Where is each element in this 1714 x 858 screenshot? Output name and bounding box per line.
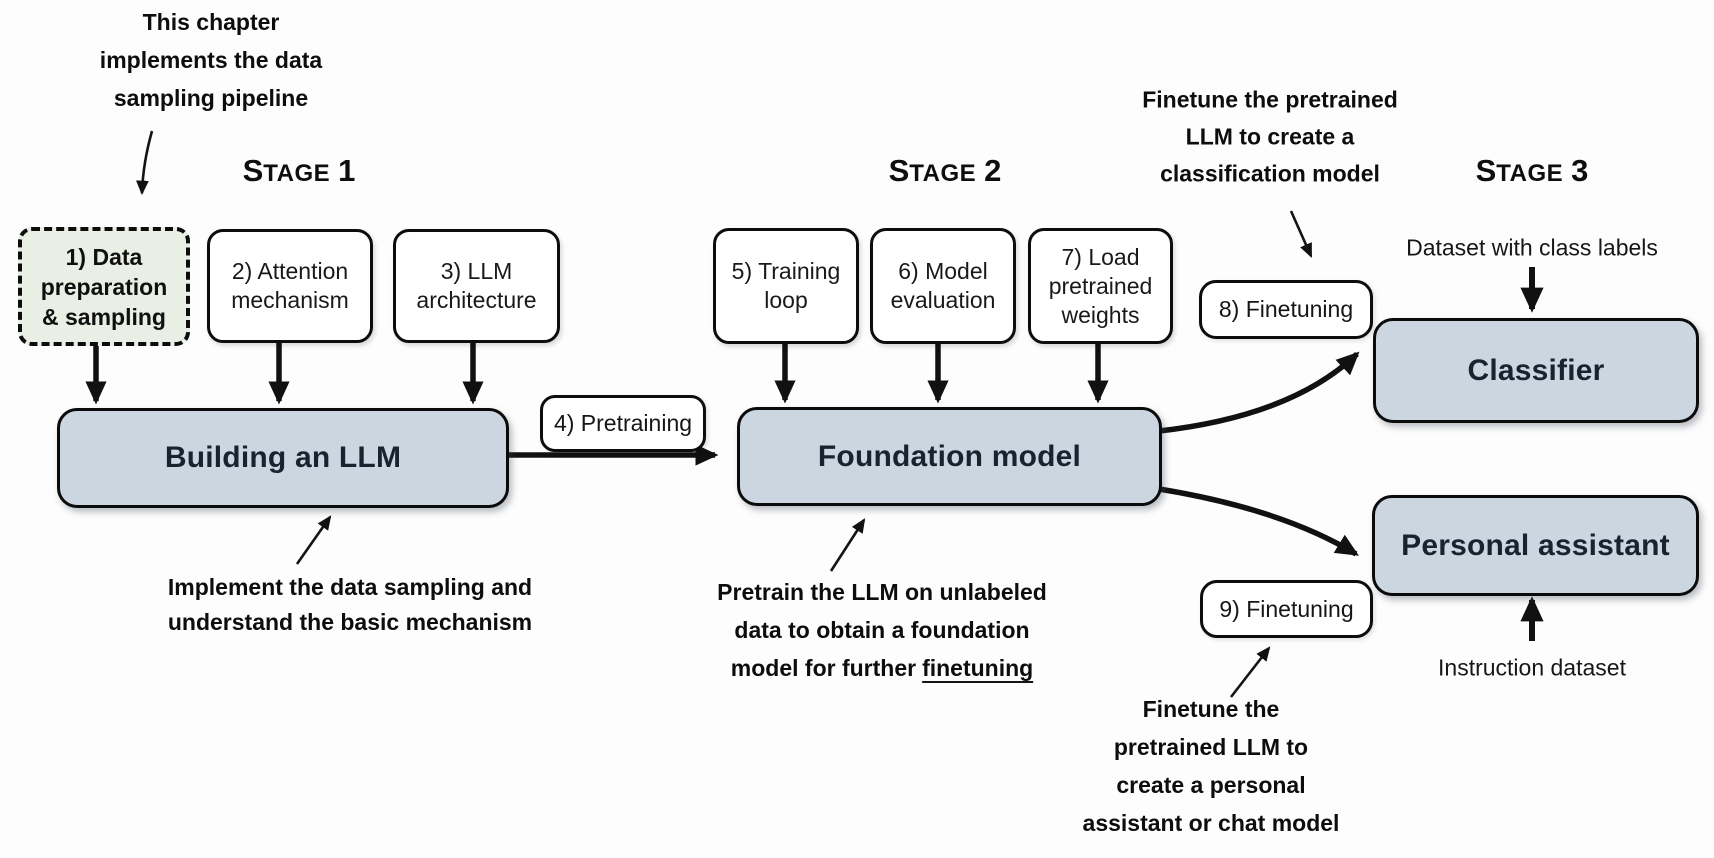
- annotation-line: assistant or chat model: [1082, 810, 1340, 836]
- underlined-word: finetuning: [922, 655, 1034, 683]
- pill-pretraining: 4) Pretraining: [540, 395, 706, 452]
- label-instruction-dataset: Instruction dataset: [1438, 654, 1626, 681]
- box-training-loop: 5) Training loop: [713, 228, 859, 344]
- annotation-chapter-note: This chapter implements the data samplin…: [100, 3, 322, 117]
- annotation-line: Finetune the: [1142, 696, 1280, 722]
- annotation-line: implements the data: [99, 47, 323, 73]
- box-load-pretrained-weights: 7) Load pretrained weights: [1028, 228, 1173, 344]
- annotation-line: Implement the data sampling and: [167, 574, 533, 600]
- box-line: & sampling: [42, 303, 166, 330]
- annotation-line: Finetune the pretrained: [1142, 86, 1398, 113]
- box-line: 1) Data: [65, 243, 143, 270]
- label-dataset-with-class-labels: Dataset with class labels: [1406, 234, 1658, 261]
- annotation-line: pretrained LLM to: [1113, 734, 1309, 760]
- arrow-pretrain-note: [829, 518, 866, 572]
- pill-finetuning-9: 9) Finetuning: [1200, 580, 1373, 638]
- arrow-implement-note: [295, 515, 332, 565]
- stage-rest: TAGE: [909, 160, 977, 187]
- box-line: 7) Load: [1061, 243, 1140, 270]
- box-foundation-model: Foundation model: [737, 407, 1162, 506]
- box-line: weights: [1061, 301, 1140, 328]
- annotation-implement-note: Implement the data sampling and understa…: [168, 570, 532, 640]
- box-llm-architecture: 3) LLM architecture: [393, 229, 560, 343]
- box-attention-mechanism: 2) Attention mechanism: [207, 229, 373, 343]
- stage-number: 2: [984, 153, 1002, 188]
- box-line: 3) LLM: [440, 258, 513, 284]
- stage-number: 3: [1571, 153, 1589, 188]
- stage-2-heading: STAGE 2: [889, 153, 1002, 189]
- arrow-foundation-to-classifier: [1158, 351, 1360, 434]
- annotation-line: create a personal: [1116, 772, 1306, 798]
- stage-rest: TAGE: [1496, 160, 1564, 187]
- box-personal-assistant: Personal assistant: [1372, 495, 1699, 596]
- annotation-line: Pretrain the LLM on unlabeled: [717, 579, 1047, 605]
- annotation-line: sampling pipeline: [113, 85, 309, 111]
- box-line: pretrained: [1048, 272, 1153, 299]
- stage-initial: S: [242, 153, 264, 188]
- box-line: loop: [764, 287, 808, 313]
- stage-initial: S: [888, 153, 910, 188]
- arrow-finetune-assistant-note: [1229, 646, 1271, 698]
- arrow-foundation-to-assistant: [1158, 486, 1359, 557]
- box-line: 5) Training: [731, 258, 841, 284]
- box-line: evaluation: [890, 287, 996, 313]
- stage-1-heading: STAGE 1: [243, 153, 356, 189]
- box-classifier: Classifier: [1373, 318, 1699, 423]
- box-line: 6) Model: [898, 258, 988, 284]
- box-line: 2) Attention: [231, 258, 349, 284]
- box-data-preparation-sampling: 1) Data preparation & sampling: [18, 227, 190, 346]
- box-line: mechanism: [231, 287, 349, 313]
- annotation-finetune-assistant-note: Finetune the pretrained LLM to create a …: [1083, 690, 1340, 842]
- annotation-line: data to obtain a foundation: [734, 617, 1030, 643]
- box-line: preparation: [40, 273, 168, 300]
- stage-3-heading: STAGE 3: [1476, 153, 1589, 189]
- box-line: architecture: [416, 287, 537, 313]
- annotation-finetune-classifier-note: Finetune the pretrained LLM to create a …: [1142, 82, 1398, 193]
- stage-rest: TAGE: [263, 160, 331, 187]
- annotation-line: understand the basic mechanism: [167, 609, 533, 635]
- box-model-evaluation: 6) Model evaluation: [870, 228, 1016, 344]
- annotation-line: classification model: [1160, 160, 1380, 187]
- pill-finetuning-8: 8) Finetuning: [1199, 280, 1373, 339]
- arrow-finetune-classifier-note: [1289, 210, 1313, 258]
- box-building-an-llm: Building an LLM: [57, 408, 509, 508]
- stage-initial: S: [1475, 153, 1497, 188]
- arrow-chapter-note: [136, 130, 154, 196]
- annotation-pretrain-note: Pretrain the LLM on unlabeled data to ob…: [717, 573, 1047, 687]
- annotation-line: LLM to create a: [1185, 123, 1355, 150]
- stage-number: 1: [338, 153, 356, 188]
- annotation-line: This chapter: [142, 9, 280, 35]
